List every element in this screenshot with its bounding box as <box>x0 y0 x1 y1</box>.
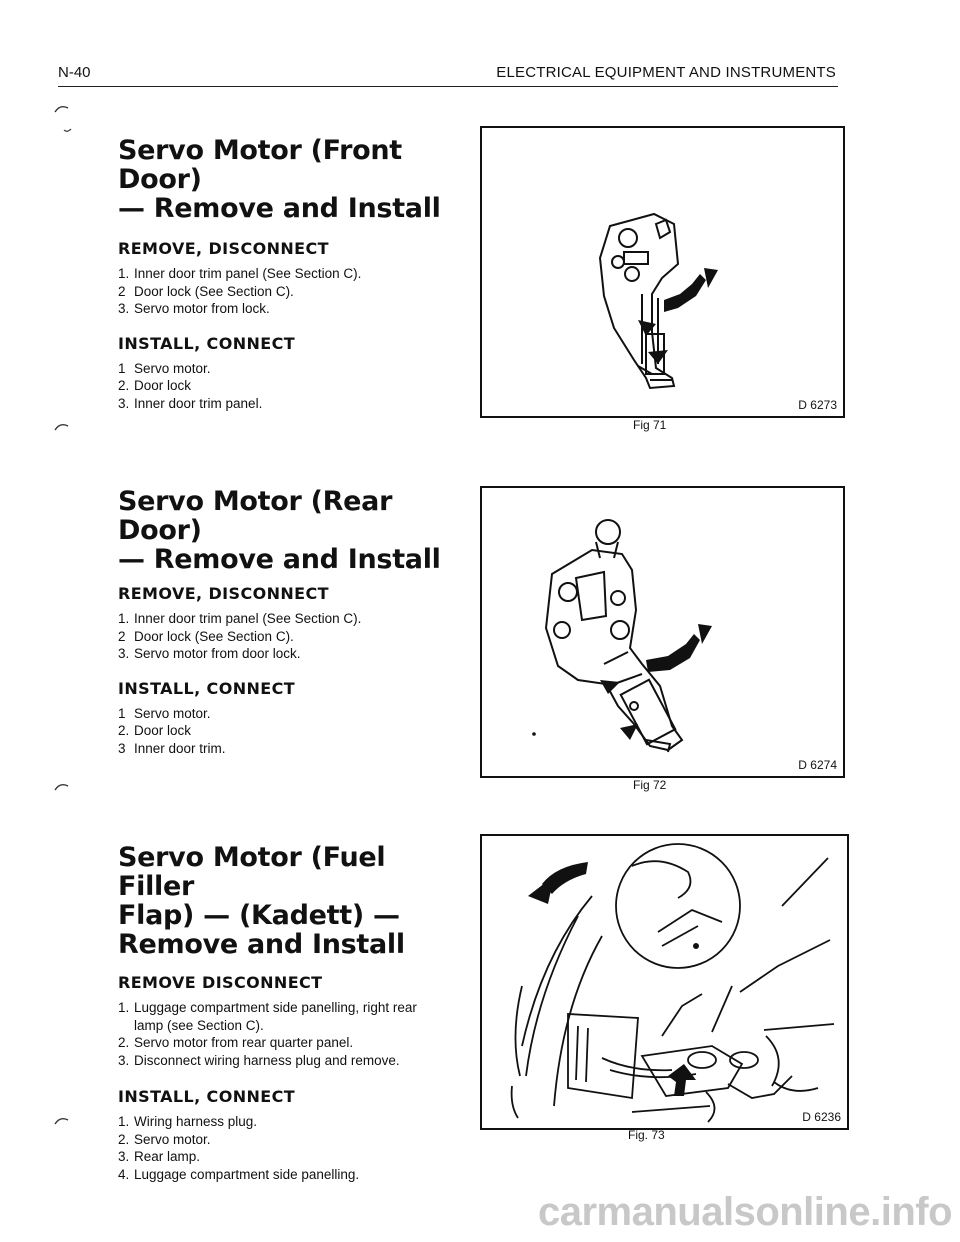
install-steps: 1.Wiring harness plug. 2.Servo motor. 3.… <box>118 1113 458 1183</box>
section-title: Servo Motor (Rear Door) — Remove and Ins… <box>118 486 441 575</box>
remove-heading: REMOVE, DISCONNECT <box>118 584 329 603</box>
fuel-filler-flap-servo-illustration-icon <box>510 843 835 1123</box>
figure-code: D 6273 <box>798 398 837 412</box>
section-fuel-filler-flap: Servo Motor (Fuel Filler Flap) — (Kadett… <box>118 843 458 1183</box>
list-item: 1.Inner door trim panel (See Section C). <box>118 611 362 626</box>
figure-72: D 6274 <box>480 486 845 778</box>
list-item: 3.Servo motor from door lock. <box>118 646 301 661</box>
remove-steps: 1.Inner door trim panel (See Section C).… <box>118 265 458 318</box>
list-item: 2.Servo motor from rear quarter panel. <box>118 1035 354 1050</box>
figure-caption: Fig. 73 <box>628 1128 665 1142</box>
figure-71: D 6273 <box>480 126 845 418</box>
margin-mark <box>54 1117 69 1125</box>
remove-heading: REMOVE, DISCONNECT <box>118 239 329 258</box>
figure-code: D 6274 <box>798 758 837 772</box>
margin-mark <box>54 105 72 132</box>
running-header: ELECTRICAL EQUIPMENT AND INSTRUMENTS <box>496 64 836 81</box>
margin-mark <box>54 783 69 791</box>
section-rear-door: Servo Motor (Rear Door) — Remove and Ins… <box>118 487 458 757</box>
install-heading: INSTALL, CONNECT <box>118 1087 296 1106</box>
list-item: 3.Disconnect wiring harness plug and rem… <box>118 1052 400 1068</box>
figure-code: D 6236 <box>802 1110 841 1124</box>
list-item: 2.Door lock <box>118 723 192 738</box>
remove-steps: 1.Inner door trim panel (See Section C).… <box>118 610 458 663</box>
list-item: 3.Inner door trim panel. <box>118 395 263 411</box>
remove-heading: REMOVE DISCONNECT <box>118 973 323 992</box>
section-title: Servo Motor (Fuel Filler Flap) — (Kadett… <box>118 842 405 960</box>
figure-73: D 6236 <box>480 834 849 1130</box>
install-heading: INSTALL, CONNECT <box>118 678 296 698</box>
margin-mark <box>54 423 69 431</box>
install-heading: INSTALL, CONNECT <box>118 333 296 353</box>
list-item: 1.Luggage compartment side panelling, ri… <box>118 1000 417 1033</box>
header-rule <box>58 86 838 87</box>
list-item: 1.Wiring harness plug. <box>118 1114 258 1129</box>
figure-caption: Fig 72 <box>633 778 667 792</box>
figure-caption: Fig 71 <box>633 418 667 432</box>
watermark: carmanualsonline.info <box>537 1190 953 1234</box>
list-item: 2.Servo motor. <box>118 1131 211 1147</box>
page-number: N-40 <box>58 64 91 81</box>
remove-steps: 1.Luggage compartment side panelling, ri… <box>118 999 418 1069</box>
section-title: Servo Motor (Front Door) — Remove and In… <box>118 135 441 224</box>
list-item: 2.Door lock <box>118 378 192 393</box>
list-item: 1.Inner door trim panel (See Section C). <box>118 266 362 281</box>
list-item: 3.Servo motor from lock. <box>118 301 270 316</box>
list-item: 4.Luggage compartment side panelling. <box>118 1166 360 1182</box>
front-door-lock-servo-illustration-icon <box>598 212 718 390</box>
list-item: 3.Rear lamp. <box>118 1149 201 1164</box>
section-front-door: Servo Motor (Front Door) — Remove and In… <box>118 136 458 412</box>
rear-door-lock-servo-illustration-icon <box>532 519 712 753</box>
